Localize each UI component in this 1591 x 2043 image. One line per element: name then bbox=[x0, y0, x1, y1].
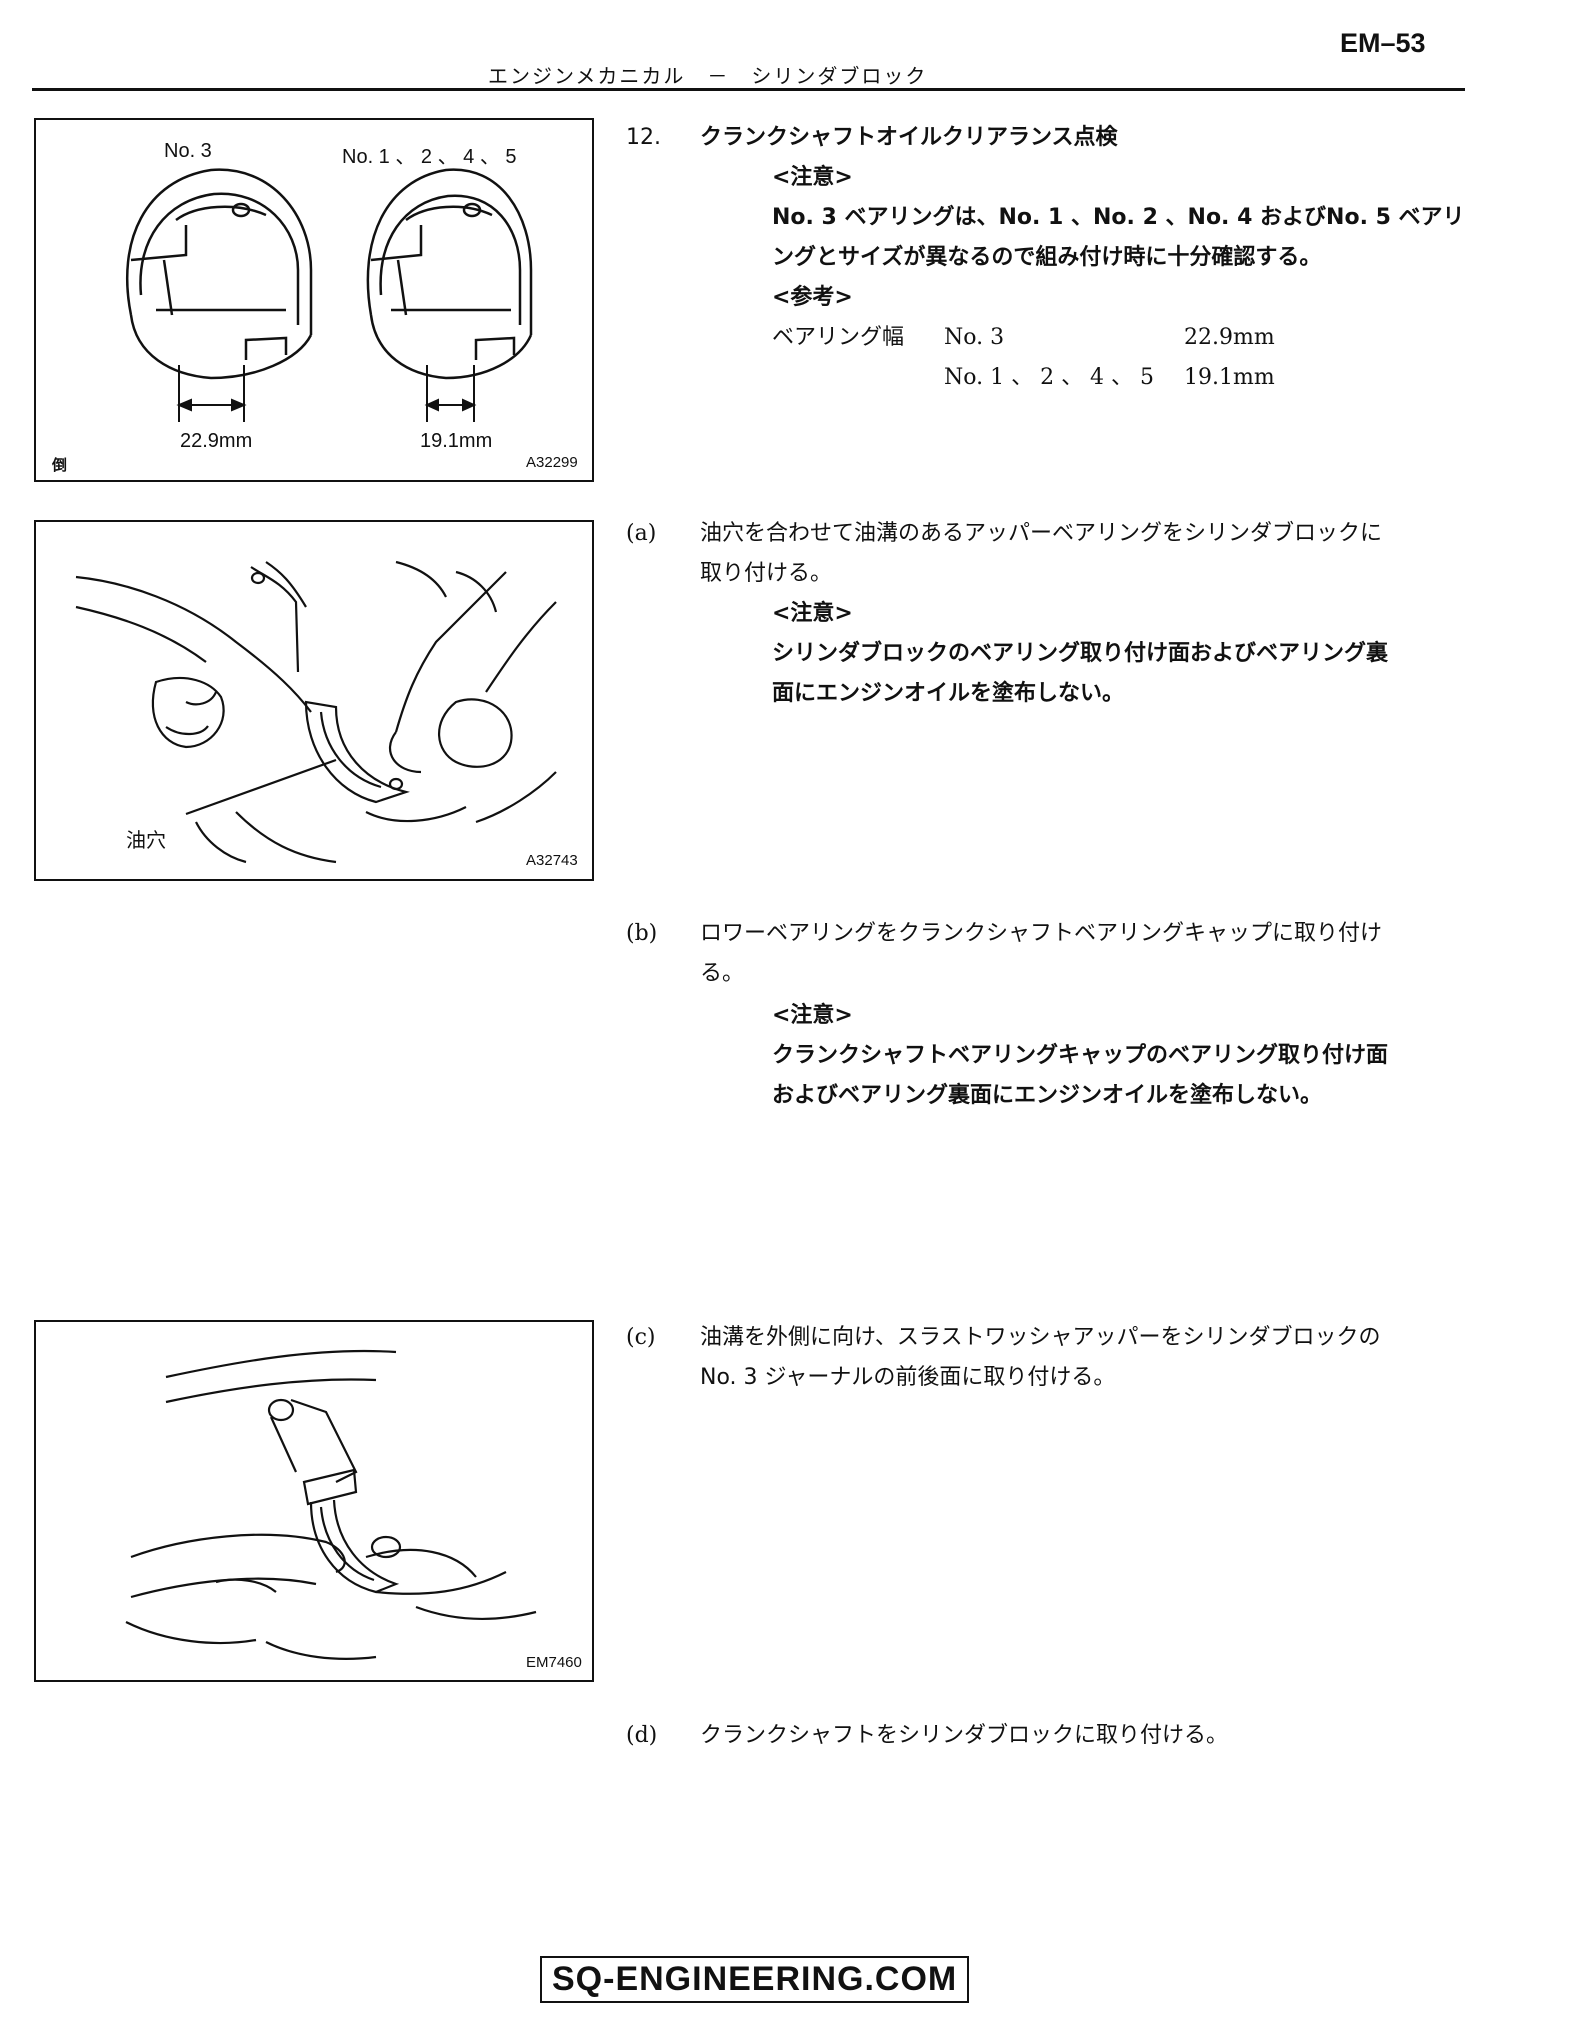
figure-bearing-widths: No. 3 No. 1 、 2 、 4 、 5 22.9mm 19.1mm A3… bbox=[34, 118, 594, 482]
step12-ref-row2-value: 19.1mm bbox=[1184, 365, 1275, 390]
fig2-callout-oil-hole: 油穴 bbox=[126, 828, 166, 852]
step-a-caution-line1: シリンダブロックのベアリング取り付け面およびベアリング裏 bbox=[772, 641, 1389, 666]
thrust-washer-illustration bbox=[125, 1349, 537, 1660]
step12-caution-line1: No. 3 ベアリングは、No. 1 、No. 2 、No. 4 およびNo. … bbox=[772, 205, 1465, 230]
step-b-caution-line2: およびベアリング裏面にエンジンオイルを塗布しない。 bbox=[772, 1083, 1323, 1108]
step-a-line2: 取り付ける。 bbox=[700, 561, 833, 586]
step12-ref-row1-value: 22.9mm bbox=[1184, 325, 1275, 350]
page-code: EM–53 bbox=[1340, 28, 1426, 58]
step-c-marker: (c) bbox=[626, 1325, 656, 1350]
step12-ref-row2-name: No. 1 、 2 、 4 、 5 bbox=[944, 365, 1155, 390]
section-title: エンジンメカニカル － シリンダブロック bbox=[488, 64, 928, 88]
step12-caution-line2: ングとサイズが異なるので組み付け時に十分確認する。 bbox=[772, 245, 1322, 270]
fig2-code: A32743 bbox=[526, 852, 578, 869]
step-c-line1: 油溝を外側に向け、スラストワッシャアッパーをシリンダブロックの bbox=[700, 1325, 1381, 1350]
fig3-code: EM7460 bbox=[526, 1654, 582, 1671]
step12-reference-label: ベアリング幅 bbox=[772, 325, 905, 350]
step12-number: 12. bbox=[626, 125, 661, 150]
fig1-label-others: No. 1 、 2 、 4 、 5 bbox=[342, 146, 517, 168]
step-b-caution-heading: <注意> bbox=[772, 1003, 853, 1028]
step12-title: クランクシャフトオイルクリアランス点検 bbox=[700, 125, 1118, 150]
fig1-label-no3: No. 3 bbox=[164, 140, 212, 162]
step-d-marker: (d) bbox=[626, 1723, 658, 1748]
step12-reference-heading: <参考> bbox=[772, 285, 853, 310]
bearing-illustration bbox=[126, 168, 533, 422]
step-a-line1: 油穴を合わせて油溝のあるアッパーベアリングをシリンダブロックに bbox=[700, 521, 1383, 546]
step-c-line2: No. 3 ジャーナルの前後面に取り付ける。 bbox=[700, 1365, 1116, 1390]
step12-caution-heading: <注意> bbox=[772, 165, 853, 190]
header-rule bbox=[32, 88, 1465, 91]
figure-thrust-washer: EM7460 bbox=[34, 1320, 594, 1682]
fig1-corner-mark: 倒 bbox=[52, 457, 68, 474]
figure-upper-bearing-install: 油穴 A32743 bbox=[34, 520, 594, 881]
fig1-code: A32299 bbox=[526, 454, 578, 471]
upper-bearing-illustration bbox=[75, 560, 557, 864]
step-a-marker: (a) bbox=[626, 521, 657, 546]
step-b-caution-line1: クランクシャフトベアリングキャップのベアリング取り付け面 bbox=[772, 1043, 1389, 1068]
step-b-marker: (b) bbox=[626, 921, 658, 946]
footer-brand: SQ-ENGINEERING.COM bbox=[540, 1956, 970, 2003]
step-b-line1: ロワーベアリングをクランクシャフトベアリングキャップに取り付け bbox=[700, 921, 1383, 946]
step12-ref-row1-name: No. 3 bbox=[944, 325, 1005, 350]
step-a-caution-line2: 面にエンジンオイルを塗布しない。 bbox=[772, 681, 1125, 706]
fig1-dim-right: 19.1mm bbox=[420, 430, 493, 452]
step-b-line2: る。 bbox=[700, 961, 745, 986]
step-a-caution-heading: <注意> bbox=[772, 601, 853, 626]
step-d-line1: クランクシャフトをシリンダブロックに取り付ける。 bbox=[700, 1723, 1229, 1748]
fig1-dim-left: 22.9mm bbox=[180, 430, 253, 452]
